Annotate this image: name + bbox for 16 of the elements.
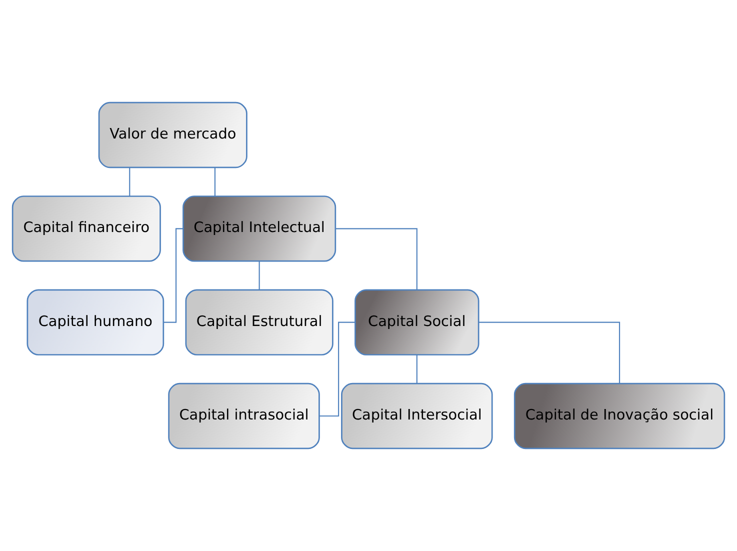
node-box: Valor de mercado: [98, 102, 248, 168]
node-box: Capital financeiro: [12, 196, 161, 262]
node-box: Capital Estrutural: [185, 289, 334, 356]
connector: [416, 354, 418, 384]
connector: [129, 168, 130, 196]
connector: [319, 322, 356, 417]
node-box: Capital intrasocial: [168, 382, 320, 450]
node-box: Capital de Inovação social: [514, 382, 726, 450]
node-box: Capital Intersocial: [341, 382, 493, 450]
node-box: Capital Social: [354, 289, 480, 356]
connector: [478, 322, 620, 384]
connector: [214, 168, 216, 196]
connector: [336, 228, 418, 290]
node-box: Capital Intelectual: [182, 196, 336, 262]
node-box: Capital humano: [26, 289, 164, 356]
connector: [258, 261, 260, 290]
